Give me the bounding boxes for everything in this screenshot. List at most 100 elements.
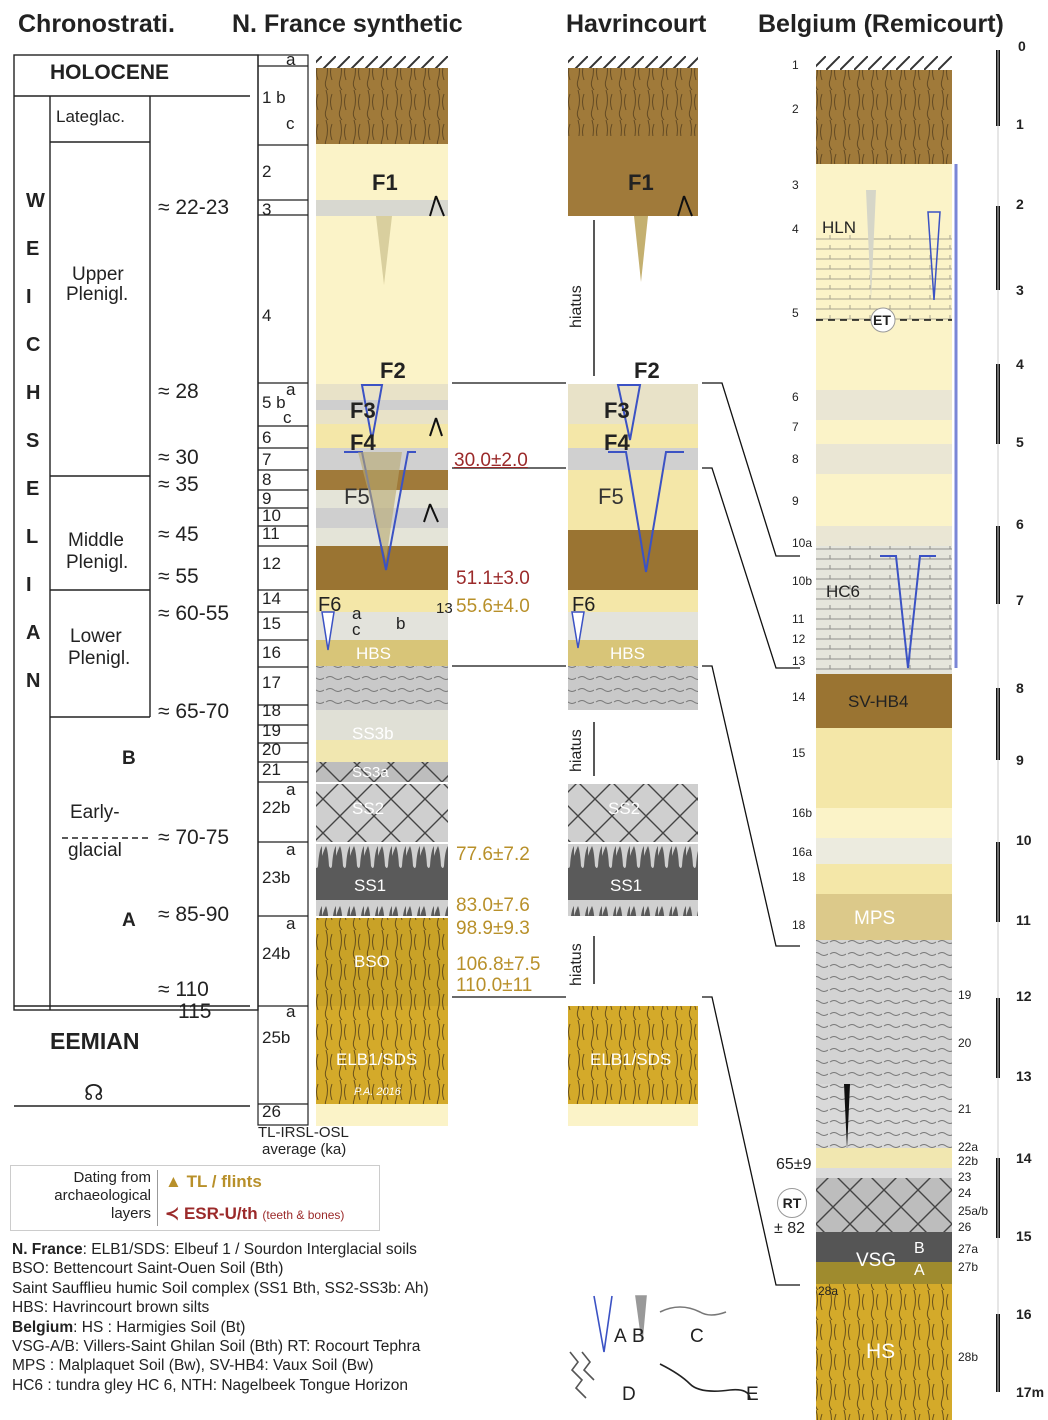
belgium-layer-23: 22a	[958, 1140, 979, 1154]
hv-f3: F3	[604, 398, 630, 423]
weichselian-letter-7: L	[26, 526, 39, 548]
depth-label-16: 16	[1016, 1306, 1032, 1322]
nf-f4: F4	[350, 430, 376, 455]
age-estimate-10: ≈ 110	[158, 978, 209, 1001]
holocene-label: HOLOCENE	[50, 61, 170, 84]
esr-legend: ≺ ESR-U/th (teeth & bones)	[165, 1204, 345, 1223]
age-estimate-6: ≈ 60-55	[158, 602, 230, 625]
layer-number-2: c	[286, 114, 295, 133]
belgium-layer-22: 21	[958, 1102, 972, 1116]
legend-line-7: HC6 : tundra gley HC 6, NTH: Nagelbeek T…	[12, 1376, 409, 1394]
be-hc6: HC6	[826, 582, 861, 601]
layer-number-25: 22b	[262, 798, 291, 817]
depth-label-9: 9	[1016, 752, 1024, 768]
belgium-layer-2: 3	[792, 178, 799, 192]
abbreviation-legend: N. France: ELB1/SDS: Elbeuf 1 / Sourdon …	[12, 1240, 429, 1395]
havrincourt-header: Havrincourt	[566, 10, 707, 38]
belgium-layer-9: 10a	[792, 536, 813, 550]
depth-label-13: 13	[1016, 1068, 1032, 1084]
weichselian-letter-9: A	[26, 622, 41, 644]
belgium-layer-3: 4	[792, 222, 799, 236]
chrono-header: Chronostrati.	[18, 10, 175, 38]
belgium-layer-28: 26	[958, 1220, 972, 1234]
layer-number-1: 1 b	[262, 88, 286, 107]
hv-f2: F2	[634, 358, 660, 383]
layer-number-13: 10	[262, 506, 281, 525]
lower-label: Lower	[70, 626, 122, 647]
depth-label-5: 5	[1016, 434, 1024, 450]
depth-label-7: 7	[1016, 592, 1024, 608]
hiatus-label-3: hiatus	[568, 943, 585, 986]
belgium-header: Belgium (Remicourt)	[758, 10, 1004, 38]
weichselian-letter-6: E	[26, 478, 40, 500]
be-et: ET	[873, 312, 891, 328]
symbol-d: D	[622, 1384, 636, 1405]
weichselian-letter-4: H	[26, 382, 41, 404]
belgium-column	[816, 56, 958, 1420]
esr-legend-sub: (teeth & bones)	[262, 1208, 345, 1222]
nf-ss3b: SS3b	[352, 724, 394, 743]
belgium-layer-4: 5	[792, 306, 799, 320]
nf-elb: ELB1/SDS	[336, 1050, 418, 1069]
legend-line-5: VSG-A/B: Villers-Saint Ghilan Soil (Bth)…	[12, 1338, 421, 1356]
nf-13: 13	[436, 600, 453, 617]
belgium-layer-5: 6	[792, 390, 799, 404]
be-hln: HLN	[822, 218, 857, 237]
dating-legend-box: Dating from archaeological layers ▲ TL /…	[10, 1165, 380, 1231]
belgium-layer-11: 11	[792, 612, 805, 626]
belgium-layer-10: 10b	[792, 574, 813, 588]
layer-number-17: 15	[262, 614, 281, 633]
glacial-label: glacial	[68, 840, 122, 861]
dating-title-1: Dating from	[73, 1169, 151, 1186]
hv-f6: F6	[572, 594, 596, 616]
age-estimate-4: ≈ 45	[158, 523, 199, 546]
symbol-b: B	[632, 1326, 645, 1347]
be-date-82: ± 82	[774, 1220, 806, 1237]
nf-ss2: SS2	[352, 799, 385, 818]
weichselian-letter-2: I	[26, 286, 32, 308]
depth-label-10: 10	[1016, 832, 1032, 848]
hv-hbs: HBS	[610, 644, 645, 663]
depth-label-14: 14	[1016, 1150, 1032, 1166]
weichselian-letter-8: I	[26, 574, 32, 596]
depth-label-11: 11	[1016, 912, 1031, 928]
belgium-layer-31: 28a	[818, 1284, 839, 1298]
legend-line-3: HBS: Havrincourt brown silts	[12, 1299, 210, 1317]
layer-number-20: 18	[262, 701, 281, 720]
belgium-layer-16: 16b	[792, 806, 813, 820]
layer-number-18: 16	[262, 643, 281, 662]
layer-number-30: a	[286, 1002, 296, 1021]
symbol-a: A	[614, 1326, 627, 1347]
age-estimate-3: ≈ 35	[158, 473, 199, 496]
nf-f3: F3	[350, 398, 376, 423]
layer-number-9: 6	[262, 428, 272, 447]
lower-plenigl-label: Plenigl.	[68, 648, 131, 669]
weichselian-letter-0: W	[26, 190, 45, 212]
belgium-layer-20: 19	[958, 988, 972, 1002]
belgium-layer-26: 24	[958, 1186, 972, 1200]
nf-pa: P.A. 2016	[354, 1086, 401, 1098]
dating-title-3: layers	[110, 1205, 151, 1222]
age-estimate-2: ≈ 30	[158, 446, 199, 469]
age-estimate-11: 115	[178, 1000, 212, 1023]
age-estimate-8: ≈ 70-75	[158, 826, 230, 849]
esr-legend-label: ESR-U/th	[183, 1204, 258, 1223]
be-date-65: 65±9	[776, 1156, 812, 1173]
hv-elb: ELB1/SDS	[590, 1050, 672, 1069]
layer-number-29: 24b	[262, 944, 291, 963]
be-vsg-b: B	[914, 1240, 925, 1257]
be-vsg: VSG	[856, 1250, 897, 1271]
correlation-lines	[452, 382, 800, 1286]
layer-number-31: 25b	[262, 1028, 291, 1047]
layer-number-0: a	[286, 50, 296, 69]
artifact-icon: ☊	[84, 1080, 104, 1105]
nf-f6: F6	[318, 594, 342, 616]
layer-number-10: 7	[262, 450, 272, 469]
hv-f4: F4	[604, 430, 630, 455]
lateglacial-label: Lateglac.	[56, 107, 125, 126]
belgium-layer-6: 7	[792, 420, 799, 434]
depth-label-0: 0	[1018, 38, 1026, 54]
nf-ss3a: SS3a	[352, 764, 389, 781]
age-estimate-5: ≈ 55	[158, 565, 199, 588]
